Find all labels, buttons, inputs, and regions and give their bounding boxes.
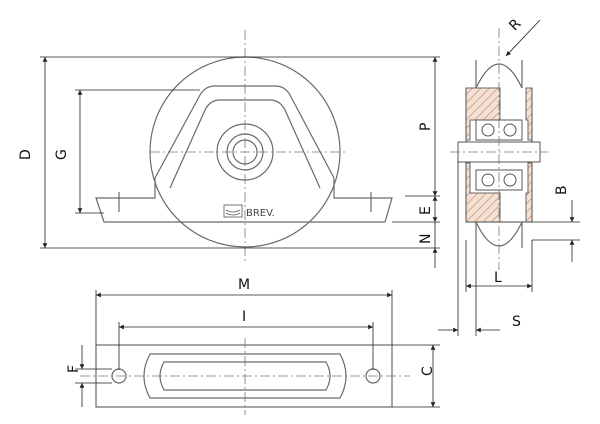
label-i: I — [242, 309, 246, 325]
bracket-outline — [95, 85, 393, 223]
label-f: F — [66, 365, 82, 373]
top-view — [80, 338, 410, 415]
label-e: E — [418, 206, 434, 215]
dimension-l: L — [465, 240, 533, 292]
side-section-right-lower — [525, 162, 533, 223]
label-d: D — [18, 149, 34, 160]
front-view: BREV. — [95, 30, 393, 262]
side-view — [450, 28, 548, 270]
label-m: M — [238, 277, 250, 293]
brand-logo: BREV. — [223, 204, 275, 219]
dimension-e: E — [418, 196, 438, 222]
label-b: B — [554, 185, 570, 195]
dimension-r: R — [505, 16, 541, 57]
label-c: C — [420, 366, 436, 376]
top-slot-inner — [159, 361, 331, 391]
bracket-inner-line — [169, 99, 321, 189]
label-p: P — [418, 123, 434, 131]
groove-top-outer — [475, 60, 523, 88]
dimension-m: M — [95, 277, 393, 345]
dimension-s: S — [438, 162, 521, 336]
label-l: L — [494, 270, 502, 286]
dimension-g: G — [54, 90, 83, 213]
dimension-c: C — [392, 344, 440, 408]
dimension-d: D — [18, 57, 48, 248]
label-g: G — [54, 149, 70, 160]
groove-bottom-outer — [475, 222, 523, 248]
dimension-i: I — [118, 309, 374, 370]
brand-text: BREV. — [246, 208, 275, 219]
top-slot-outer — [143, 353, 347, 399]
label-s: S — [512, 314, 521, 330]
label-r: R — [506, 16, 524, 34]
dimension-b: B — [532, 185, 580, 262]
dimension-p: P — [418, 57, 438, 196]
label-n: N — [418, 234, 434, 244]
side-section-right — [525, 87, 533, 141]
dimension-n: N — [418, 222, 438, 268]
dimension-f: F — [66, 345, 112, 407]
